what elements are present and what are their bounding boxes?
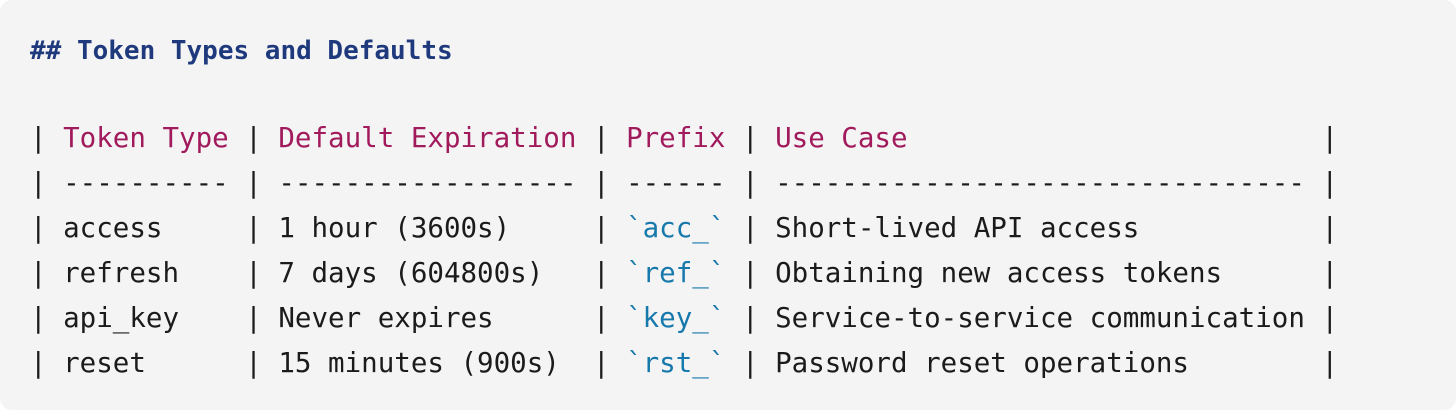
separator-cell: ---------- <box>63 167 229 199</box>
cell-token-type: refresh <box>63 257 229 289</box>
pipe: | <box>228 167 279 199</box>
pipe: | <box>576 347 627 379</box>
cell-token-type: reset <box>63 347 229 379</box>
cell-prefix-code: `acc_` <box>626 212 726 244</box>
separator-cell: ------ <box>626 167 726 199</box>
pipe: | <box>1304 167 1339 199</box>
cell-prefix-code: `key_` <box>626 302 726 334</box>
cell-use-case: Service-to-service communication <box>775 302 1305 334</box>
pipe: | <box>30 347 64 379</box>
pipe: | <box>30 257 64 289</box>
cell-default-expiration: Never expires <box>278 302 577 334</box>
table-header-row: | Token Type | Default Expiration | Pref… <box>30 116 1456 161</box>
pipe: | <box>725 347 776 379</box>
markdown-table: | Token Type | Default Expiration | Pref… <box>30 116 1456 386</box>
pipe: | <box>1304 122 1339 154</box>
pipe: | <box>725 122 776 154</box>
header-cell-default-expiration: Default Expiration <box>278 122 577 154</box>
pipe: | <box>576 302 627 334</box>
pipe: | <box>228 212 279 244</box>
cell-use-case: Short-lived API access <box>775 212 1305 244</box>
markdown-heading: ## Token Types and Defaults <box>30 36 453 66</box>
separator-cell: -------------------------------- <box>775 167 1305 199</box>
pipe: | <box>30 302 64 334</box>
pipe: | <box>725 167 776 199</box>
pipe: | <box>1304 257 1339 289</box>
pipe: | <box>228 122 279 154</box>
table-row: | access | 1 hour (3600s) | `acc_` | Sho… <box>30 206 1456 251</box>
pipe: | <box>576 257 627 289</box>
pipe: | <box>725 257 776 289</box>
header-cell-prefix: Prefix <box>626 122 726 154</box>
pipe: | <box>30 167 64 199</box>
table-separator-row: | ---------- | ------------------ | ----… <box>30 161 1456 206</box>
pipe: | <box>30 212 64 244</box>
pipe: | <box>1304 347 1339 379</box>
pipe: | <box>725 212 776 244</box>
cell-default-expiration: 1 hour (3600s) <box>278 212 577 244</box>
cell-prefix-code: `rst_` <box>626 347 726 379</box>
pipe: | <box>30 122 64 154</box>
cell-token-type: api_key <box>63 302 229 334</box>
pipe: | <box>228 347 279 379</box>
pipe: | <box>725 302 776 334</box>
cell-use-case: Obtaining new access tokens <box>775 257 1305 289</box>
pipe: | <box>228 302 279 334</box>
pipe: | <box>1304 302 1339 334</box>
cell-token-type: access <box>63 212 229 244</box>
cell-use-case: Password reset operations <box>775 347 1305 379</box>
table-row: | reset | 15 minutes (900s) | `rst_` | P… <box>30 341 1456 386</box>
pipe: | <box>576 167 627 199</box>
table-row: | refresh | 7 days (604800s) | `ref_` | … <box>30 251 1456 296</box>
pipe: | <box>1304 212 1339 244</box>
header-cell-token-type: Token Type <box>63 122 229 154</box>
pipe: | <box>228 257 279 289</box>
cell-default-expiration: 7 days (604800s) <box>278 257 577 289</box>
cell-default-expiration: 15 minutes (900s) <box>278 347 577 379</box>
separator-cell: ------------------ <box>278 167 577 199</box>
pipe: | <box>576 212 627 244</box>
header-cell-use-case: Use Case <box>775 122 1305 154</box>
table-row: | api_key | Never expires | `key_` | Ser… <box>30 296 1456 341</box>
pipe: | <box>576 122 627 154</box>
cell-prefix-code: `ref_` <box>626 257 726 289</box>
